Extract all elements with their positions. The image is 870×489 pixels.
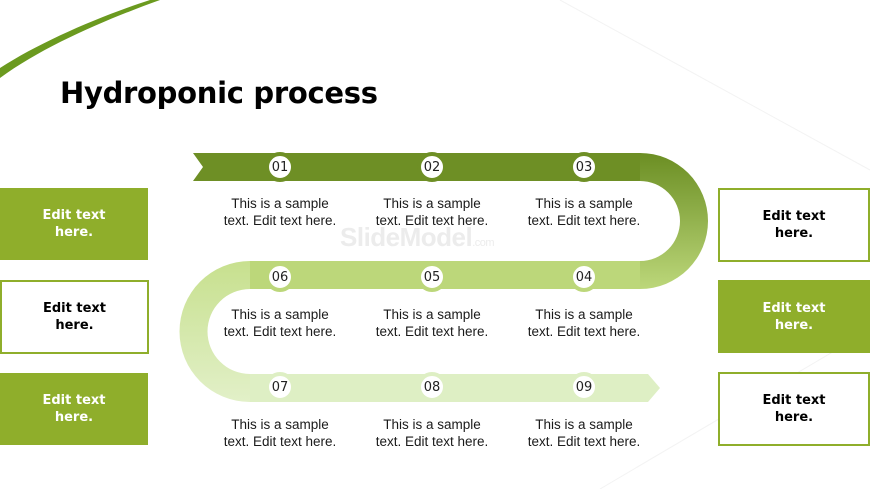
watermark: SlideModel.com	[340, 222, 495, 252]
step-number-04: 04	[569, 262, 599, 292]
band-row-1	[193, 153, 640, 181]
right-box-1[interactable]: Edit text here.	[718, 188, 870, 262]
decorative-swoosh	[0, 0, 160, 78]
slide-title: Hydroponic process	[60, 76, 378, 110]
step-text-07[interactable]: This is a sample text. Edit text here.	[223, 417, 337, 449]
step-text-04[interactable]: This is a sample text. Edit text here.	[527, 307, 641, 339]
step-text-06[interactable]: This is a sample text. Edit text here.	[223, 307, 337, 339]
band-turn-left	[179, 261, 250, 402]
step-number-06: 06	[265, 262, 295, 292]
right-box-3[interactable]: Edit text here.	[718, 372, 870, 446]
step-text-09[interactable]: This is a sample text. Edit text here.	[527, 417, 641, 449]
step-number-09: 09	[569, 372, 599, 402]
step-number-05: 05	[417, 262, 447, 292]
step-text-02[interactable]: This is a sample text. Edit text here.	[375, 196, 489, 228]
step-text-08[interactable]: This is a sample text. Edit text here.	[375, 417, 489, 449]
left-box-2[interactable]: Edit text here.	[0, 280, 149, 354]
step-text-05[interactable]: This is a sample text. Edit text here.	[375, 307, 489, 339]
step-text-03[interactable]: This is a sample text. Edit text here.	[527, 196, 641, 228]
right-box-2[interactable]: Edit text here.	[718, 280, 870, 353]
band-row-3	[250, 374, 660, 402]
step-number-08: 08	[417, 372, 447, 402]
step-number-02: 02	[417, 152, 447, 182]
left-box-3[interactable]: Edit text here.	[0, 373, 148, 445]
step-text-01[interactable]: This is a sample text. Edit text here.	[223, 196, 337, 228]
band-turn-right	[640, 153, 708, 289]
step-number-07: 07	[265, 372, 295, 402]
left-box-1[interactable]: Edit text here.	[0, 188, 148, 260]
step-number-03: 03	[569, 152, 599, 182]
step-number-01: 01	[265, 152, 295, 182]
